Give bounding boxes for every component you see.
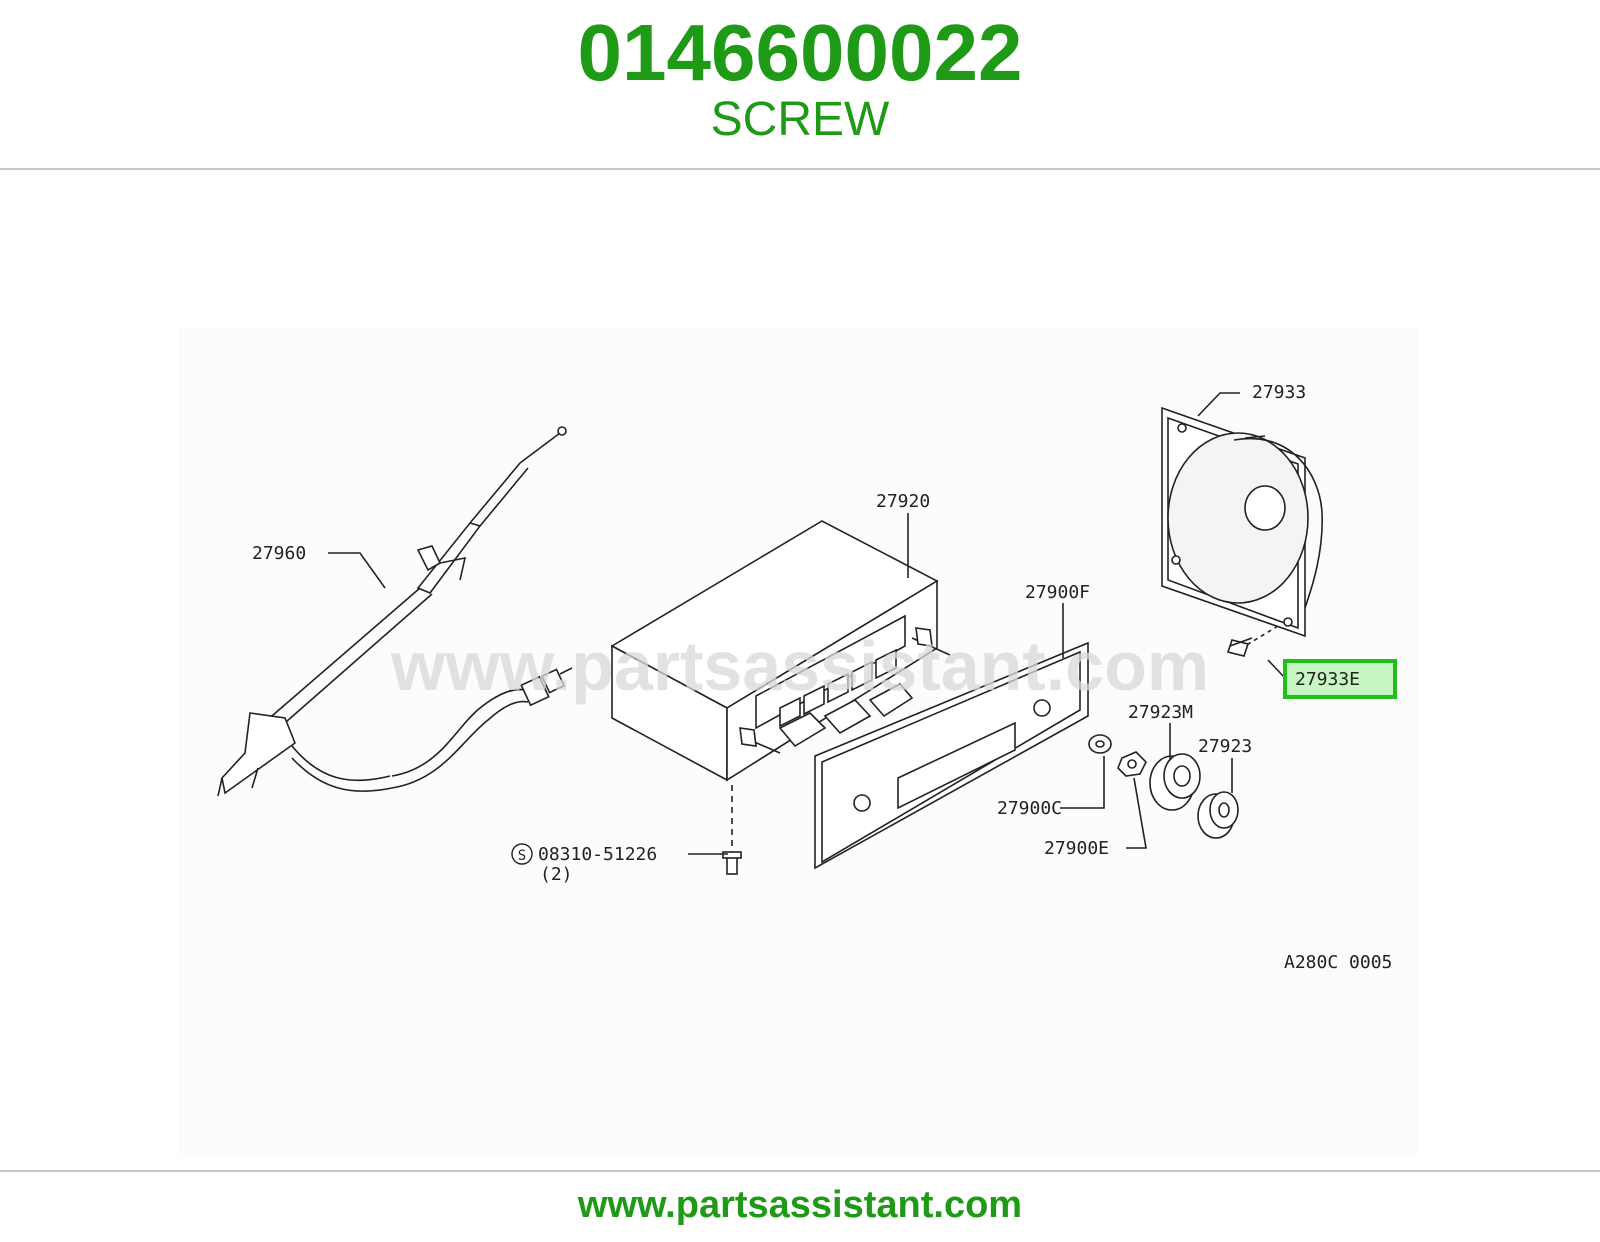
speaker-part[interactable]: [1161, 406, 1323, 638]
label-finisher: 27900F: [1025, 582, 1090, 603]
knob-part[interactable]: [1197, 791, 1239, 839]
leader-lines: [328, 392, 1300, 855]
watermark-text: www.partsassistant.com: [390, 627, 1209, 705]
page-header: 0146600022 SCREW: [0, 0, 1600, 170]
s-symbol-text: S: [518, 848, 526, 864]
finisher-panel-part[interactable]: [814, 641, 1089, 870]
footer-website-link[interactable]: www.partsassistant.com: [577, 1184, 1023, 1226]
s-symbol-circle: [511, 843, 533, 865]
washer-part[interactable]: [1088, 734, 1112, 754]
antenna-part[interactable]: [217, 426, 573, 797]
speaker-screw-part[interactable]: [1226, 625, 1279, 657]
radio-unit-part[interactable]: [610, 520, 951, 875]
part-name-subtitle: SCREW: [710, 93, 890, 146]
label-screw-qty: (2): [540, 864, 573, 885]
screw-main-callout: S 08310-51226 (2): [511, 843, 657, 885]
highlight-box[interactable]: [1283, 659, 1397, 699]
diagram-code: A280C 0005: [1284, 952, 1392, 973]
label-antenna: 27960: [252, 543, 306, 564]
part-number-title: 0146600022: [577, 8, 1023, 97]
highlighted-part-callout[interactable]: 27933E: [1283, 659, 1397, 699]
label-radio: 27920: [876, 491, 930, 512]
label-knob: 27923: [1198, 736, 1252, 757]
label-nut: 27900E: [1044, 838, 1109, 859]
parts-diagram: www.partsassistant.com 27960 27920 27933…: [0, 168, 1600, 1170]
page-footer: www.partsassistant.com: [0, 1170, 1600, 1242]
label-screw-main: 08310-51226: [538, 844, 657, 865]
label-speaker: 27933: [1252, 382, 1306, 403]
label-washer: 27900C: [997, 798, 1062, 819]
diagram-canvas: www.partsassistant.com 27960 27920 27933…: [178, 328, 1418, 1158]
knob-m-part[interactable]: [1149, 753, 1201, 811]
nut-part[interactable]: [1117, 751, 1147, 777]
label-knob-m: 27923M: [1128, 702, 1193, 723]
label-speaker-screw: 27933E: [1295, 669, 1360, 690]
